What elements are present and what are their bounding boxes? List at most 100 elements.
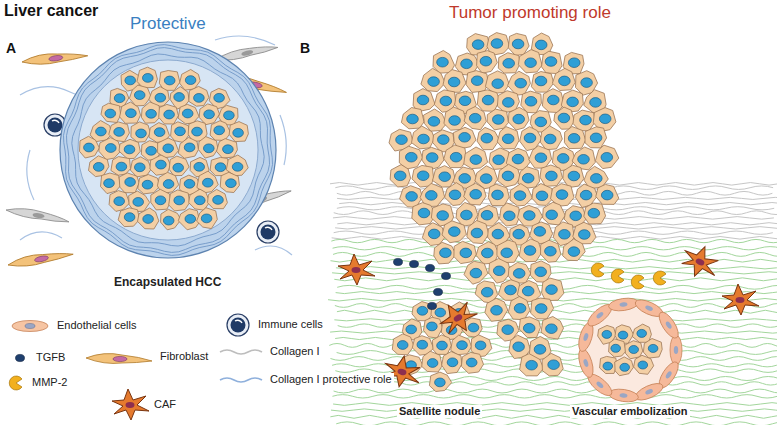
cell-nucleus xyxy=(175,127,186,136)
cell-nucleus xyxy=(526,360,538,370)
tumor-cell xyxy=(477,51,498,74)
cell-nucleus xyxy=(481,287,493,297)
cell-nucleus xyxy=(599,114,611,124)
tumor-cell xyxy=(208,189,228,208)
tumor-cell xyxy=(141,102,161,123)
fibroblast-icon xyxy=(21,48,88,67)
cell-nucleus xyxy=(502,134,514,144)
tumor-cell xyxy=(584,203,606,224)
cell-nucleus xyxy=(438,135,450,145)
legend-sample xyxy=(16,354,25,361)
cell-nucleus xyxy=(620,363,630,371)
legend-text: CAF xyxy=(152,398,178,411)
cell-nucleus xyxy=(503,59,515,69)
cell-nucleus xyxy=(619,393,628,398)
cell-nucleus xyxy=(426,153,438,163)
tumor-cell xyxy=(477,127,499,149)
cell-nucleus xyxy=(214,93,225,102)
legend-text: TGFB xyxy=(34,351,67,364)
cell-nucleus xyxy=(523,323,535,333)
tumor-cell xyxy=(498,164,521,187)
figure-label: Satellite nodule xyxy=(397,405,482,418)
cell-nucleus xyxy=(459,174,471,184)
legend-sample xyxy=(227,314,249,336)
tgfb-dot xyxy=(426,264,435,271)
tumor-cell xyxy=(510,184,532,206)
cell-nucleus xyxy=(638,361,648,369)
collagen-line xyxy=(337,310,777,313)
cell-nucleus xyxy=(583,333,589,342)
cell-nucleus xyxy=(535,153,547,163)
tumor-cell xyxy=(119,139,140,158)
cell-nucleus xyxy=(417,306,428,315)
cell-nucleus xyxy=(459,133,471,143)
tumor-cell xyxy=(433,51,455,74)
cell-nucleus xyxy=(143,215,154,224)
cell-nucleus xyxy=(544,134,556,144)
tumor-cell xyxy=(489,259,511,284)
cell-nucleus xyxy=(480,174,492,184)
cell-nucleus xyxy=(96,127,107,136)
tumor-cell xyxy=(445,183,467,206)
tumor-cell xyxy=(159,104,179,124)
cell-nucleus xyxy=(155,196,166,205)
spindle-cell-icon xyxy=(5,206,70,223)
tumor-cell xyxy=(532,184,553,206)
tumor-cell xyxy=(217,139,238,159)
tgfb-dot xyxy=(434,288,443,295)
tumor-cell xyxy=(564,127,585,149)
cell-nucleus xyxy=(154,128,165,137)
tumor-cell xyxy=(119,173,139,193)
tumor-cell xyxy=(542,353,563,376)
tumor-cell xyxy=(99,138,121,160)
cell-nucleus xyxy=(84,143,95,152)
cell-nucleus xyxy=(406,325,417,334)
collagen-line xyxy=(334,389,777,393)
tumor-cell xyxy=(199,104,219,125)
endothelial-cell xyxy=(670,335,682,365)
collagen-line xyxy=(337,382,777,385)
cell-nucleus xyxy=(470,268,482,278)
legend-sample xyxy=(112,389,149,420)
tumor-cell xyxy=(498,53,520,73)
mmp2-icon xyxy=(631,275,644,289)
cell-nucleus xyxy=(525,97,537,107)
tumor-cell xyxy=(89,156,109,177)
cell-nucleus xyxy=(232,162,243,171)
tumor-cell xyxy=(596,184,619,204)
tumor-cell xyxy=(540,165,563,186)
tumor-cell xyxy=(563,165,584,187)
cell-nucleus xyxy=(665,321,673,330)
cell-nucleus xyxy=(618,331,628,339)
cell-nucleus xyxy=(513,114,525,124)
tumor-cell xyxy=(531,72,553,93)
panel-letter: B xyxy=(300,40,310,56)
legend-sample xyxy=(9,376,22,390)
tumor-cell xyxy=(464,107,486,130)
cell-nucleus xyxy=(124,213,135,222)
cell-nucleus xyxy=(602,330,612,338)
cell-nucleus xyxy=(164,76,175,85)
cell-nucleus xyxy=(437,211,449,221)
tumor-cell xyxy=(497,127,519,149)
cell-nucleus xyxy=(134,91,145,100)
cell-nucleus xyxy=(406,192,418,202)
cell-nucleus xyxy=(466,358,477,367)
tumor-cell xyxy=(129,85,151,106)
tumor-cell xyxy=(390,165,411,187)
cell-nucleus xyxy=(611,344,621,352)
cell-nucleus xyxy=(146,109,157,118)
tumor-cell xyxy=(137,67,157,88)
cell-nucleus xyxy=(557,154,569,164)
cell-nucleus xyxy=(428,229,440,239)
tumor-cell xyxy=(563,239,586,261)
cell-nucleus xyxy=(524,211,536,221)
cell-nucleus xyxy=(513,269,525,279)
collagen-line xyxy=(336,422,777,425)
legend-samples xyxy=(9,314,262,420)
cell-nucleus xyxy=(546,171,558,181)
tumor-cells xyxy=(80,33,663,392)
cell-nucleus xyxy=(493,266,505,276)
cell-nucleus xyxy=(568,247,580,257)
